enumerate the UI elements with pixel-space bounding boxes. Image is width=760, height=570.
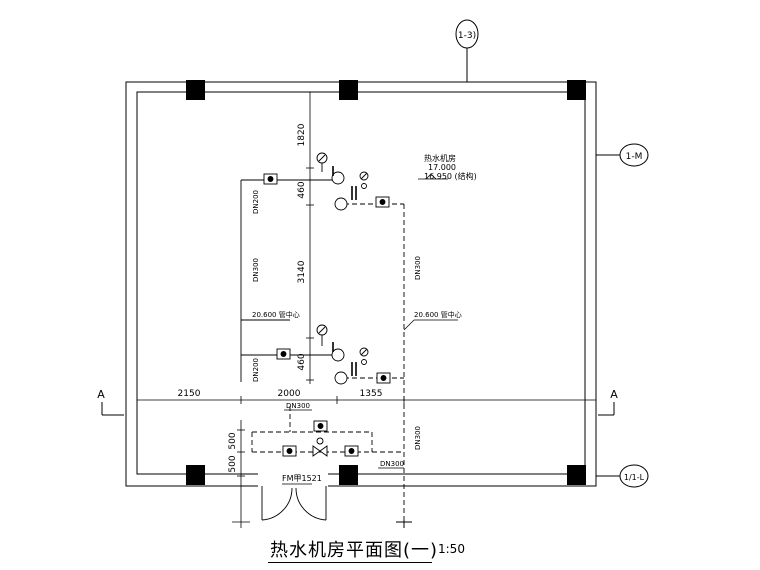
column (567, 80, 586, 100)
heater-units (316, 152, 369, 385)
leaders (251, 173, 458, 485)
dim-1355: 1355 (360, 389, 383, 399)
heater-unit-upper (316, 152, 369, 211)
dim-500-lower: 500 (228, 455, 238, 472)
dn-label-left-mid: DN300 (252, 258, 260, 282)
dim-460-upper: 460 (297, 181, 307, 198)
axis-label-top: 1-3) (458, 31, 476, 41)
columns (186, 80, 586, 485)
valves (263, 173, 391, 457)
dn-label-bottom-top: DN300 (286, 402, 310, 410)
level-structure-label: 16.950 (结构) (424, 171, 477, 181)
section-label-right: A (610, 388, 618, 401)
valve (375, 196, 390, 208)
valve (376, 372, 391, 384)
walls (125, 81, 597, 487)
room-name-label: 热水机房 (424, 153, 456, 163)
drawing-scale: 1:50 (438, 542, 465, 556)
dn-label-left-low: DN200 (252, 358, 260, 382)
level-finish-label: 17.000 (428, 163, 456, 172)
axis-bubble (619, 464, 649, 488)
dim-2000: 2000 (278, 389, 301, 399)
axis-right-upper: 1-M (596, 143, 649, 167)
axis-right-lower: 1/1-L (596, 464, 649, 488)
valve (313, 420, 328, 432)
dn-label-bottom-right: DN300 (380, 460, 404, 468)
column (567, 465, 586, 485)
section-mark-left (101, 402, 124, 416)
dim-vertical-bottom (232, 420, 250, 528)
dim-vertical (306, 92, 314, 384)
axis-bubble (455, 19, 479, 49)
section-mark-right (598, 402, 615, 416)
dim-2150: 2150 (178, 389, 201, 399)
heater-unit-lower (316, 324, 369, 385)
valve (276, 348, 291, 360)
dim-460-lower: 460 (297, 353, 307, 370)
axis-bubble (619, 143, 649, 167)
valve (282, 445, 297, 457)
door-tag-label: FM甲1521 (282, 474, 322, 483)
valve (344, 445, 359, 457)
column (339, 80, 358, 100)
dn-label-right-mid: DN300 (414, 256, 422, 280)
pipe-elev-left-label: 20.600 管中心 (252, 310, 300, 319)
axis-label-right-lower: 1/1-L (624, 473, 645, 482)
title-underline (268, 562, 432, 563)
dn-label-left-top: DN200 (252, 190, 260, 214)
dim-1820: 1820 (297, 123, 307, 146)
drawing-title: 热水机房平面图(一) (270, 540, 439, 561)
dn-label-right-low: DN300 (414, 426, 422, 450)
section-label-left: A (97, 388, 105, 401)
outer-wall (125, 81, 597, 487)
column (339, 465, 358, 485)
column (186, 80, 205, 100)
column (186, 465, 205, 485)
axis-label-right-upper: 1-M (626, 152, 643, 162)
dim-3140: 3140 (297, 260, 307, 283)
inner-wall (136, 91, 586, 475)
valve (263, 173, 278, 185)
axis-top: 1-3) (455, 19, 479, 82)
dim-500-upper: 500 (228, 432, 238, 449)
door-swing (261, 486, 327, 521)
pipe-elev-right-label: 20.600 管中心 (414, 310, 462, 319)
gate-valve (312, 437, 328, 457)
